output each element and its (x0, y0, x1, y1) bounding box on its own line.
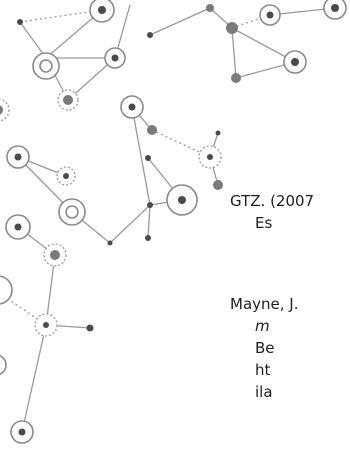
reference-line: GTZ. (2007 (230, 192, 315, 210)
reference-line: Be (255, 339, 275, 357)
reference-line: ila (255, 383, 273, 401)
reference-line: Es (255, 214, 273, 232)
reference-line: Mayne, J. (230, 295, 299, 313)
reference-entry-mayne: Mayne, J. m Be ht ila (230, 293, 298, 403)
reference-line: m (255, 317, 270, 335)
reference-entry-gtz: GTZ. (2007 Es (230, 190, 314, 234)
reference-line: ht (255, 361, 271, 379)
